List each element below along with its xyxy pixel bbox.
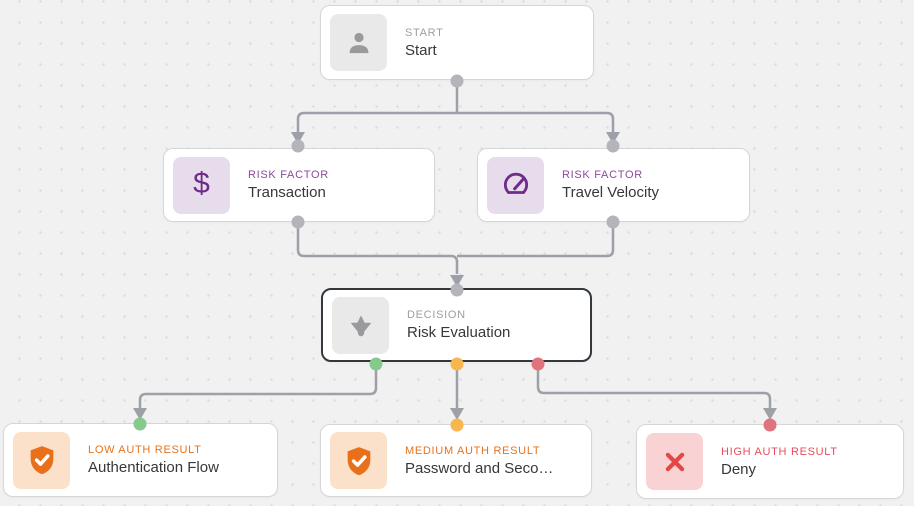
node-type-label: HIGH AUTH RESULT — [721, 445, 838, 458]
edge-low-result — [138, 364, 378, 408]
node-start[interactable]: START Start — [320, 5, 594, 80]
edge-high-result — [536, 364, 772, 408]
shield-check-icon-glyph — [30, 446, 53, 475]
shield-check-icon — [13, 431, 70, 489]
branch-arrows-icon — [332, 296, 389, 354]
arrowhead-to-transaction — [291, 132, 305, 144]
node-type-label: DECISION — [407, 309, 466, 321]
branch-arrows-icon-glyph — [350, 315, 371, 337]
edge-transaction-to-decision — [296, 222, 459, 274]
node-low-auth-result[interactable]: LOW AUTH RESULT Authentication Flow — [3, 423, 278, 497]
node-type-label: RISK FACTOR — [248, 169, 329, 181]
node-title: Risk Evaluation — [407, 324, 511, 341]
arrowhead-to-decision — [450, 275, 464, 287]
node-risk-factor-transaction[interactable]: $ RISK FACTOR Transaction — [163, 148, 435, 222]
node-type-label: LOW AUTH RESULT — [88, 444, 202, 456]
user-icon — [330, 14, 387, 71]
node-type-label: START — [405, 26, 444, 39]
node-medium-auth-result[interactable]: MEDIUM AUTH RESULT Password and Seco… — [320, 424, 592, 497]
arrowhead-to-high — [763, 408, 777, 420]
node-type-label: MEDIUM AUTH RESULT — [405, 444, 541, 457]
edge-start-split — [296, 111, 615, 133]
arrowhead-to-travel — [606, 132, 620, 144]
x-icon — [646, 433, 703, 490]
arrowhead-to-low — [133, 408, 147, 420]
node-risk-factor-travel-velocity[interactable]: RISK FACTOR Travel Velocity — [477, 148, 750, 222]
edge-travel-to-decision — [457, 222, 615, 258]
dollar-icon: $ — [173, 156, 230, 214]
shield-check-icon-glyph — [347, 446, 370, 475]
speedometer-icon-glyph — [503, 172, 528, 194]
node-title: Password and Seco… — [405, 459, 554, 477]
node-title: Authentication Flow — [88, 459, 219, 476]
node-title: Travel Velocity — [562, 184, 659, 201]
speedometer-icon — [487, 156, 544, 214]
node-title: Start — [405, 41, 437, 59]
node-title: Deny — [721, 460, 757, 478]
shield-check-icon — [330, 432, 387, 489]
x-icon-glyph — [665, 452, 684, 471]
node-high-auth-result[interactable]: HIGH AUTH RESULT Deny — [636, 424, 904, 499]
node-type-label: RISK FACTOR — [562, 169, 643, 181]
node-decision-risk-evaluation[interactable]: DECISION Risk Evaluation — [321, 288, 592, 362]
user-icon-glyph — [349, 32, 368, 53]
node-title: Transaction — [248, 184, 326, 201]
dollar-icon-glyph: $ — [193, 166, 210, 200]
arrowhead-to-medium — [450, 408, 464, 420]
